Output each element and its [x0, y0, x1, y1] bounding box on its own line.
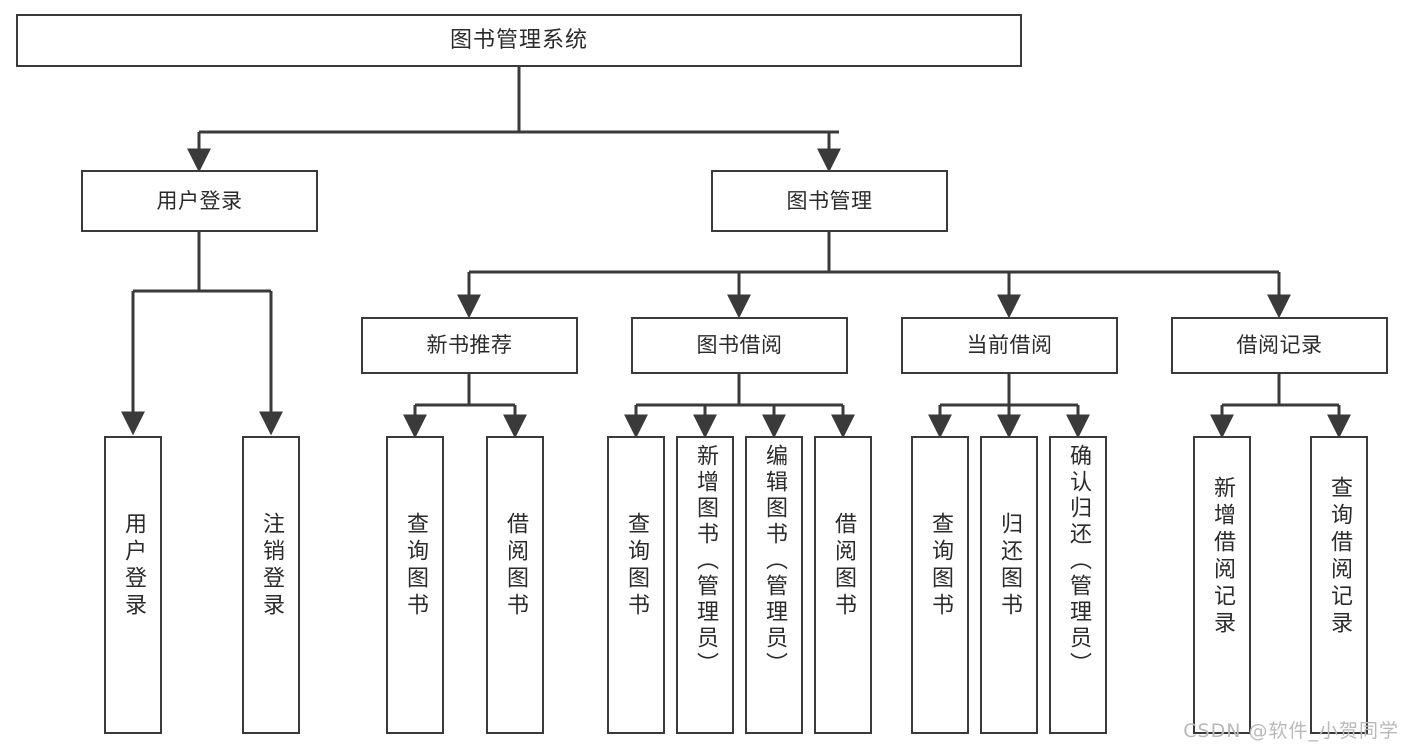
- node-label: 当前借阅: [966, 333, 1053, 358]
- node-new-book-recommend[interactable]: 新书推荐: [361, 317, 578, 374]
- leaf-query-book-borrow[interactable]: 查询图书: [607, 436, 665, 734]
- node-book-management[interactable]: 图书管理: [711, 170, 948, 232]
- node-label: 新增图书（管理员）: [693, 444, 718, 678]
- leaf-edit-book-admin[interactable]: 编辑图书（管理员）: [745, 436, 803, 734]
- node-label: 查询图书: [624, 512, 649, 620]
- node-root-system[interactable]: 图书管理系统: [16, 14, 1022, 67]
- leaf-return-book[interactable]: 归还图书: [980, 436, 1038, 734]
- leaf-borrow-book[interactable]: 借阅图书: [814, 436, 872, 734]
- node-label: 注销登录: [259, 512, 284, 620]
- node-label: 图书管理系统: [449, 27, 588, 53]
- node-label: 查询借阅记录: [1327, 476, 1352, 638]
- node-label: 图书借阅: [696, 333, 783, 358]
- node-label: 借阅记录: [1236, 333, 1323, 358]
- node-borrow-records[interactable]: 借阅记录: [1171, 317, 1388, 374]
- leaf-query-borrow-record[interactable]: 查询借阅记录: [1310, 436, 1368, 734]
- node-label: 新书推荐: [426, 333, 513, 358]
- watermark-credit: CSDN @软件_小贺同学: [1183, 720, 1399, 742]
- node-label: 借阅图书: [503, 512, 528, 620]
- leaf-user-logout[interactable]: 注销登录: [242, 436, 300, 734]
- node-label: 新增借阅记录: [1210, 476, 1235, 638]
- node-label: 用户登录: [156, 188, 243, 213]
- node-label: 确认归还（管理员）: [1066, 444, 1091, 678]
- node-label: 归还图书: [997, 512, 1022, 620]
- leaf-user-login[interactable]: 用户登录: [104, 436, 162, 734]
- node-label: 查询图书: [403, 512, 428, 620]
- node-label: 编辑图书（管理员）: [762, 444, 787, 678]
- node-label: 查询图书: [928, 512, 953, 620]
- leaf-confirm-return-admin[interactable]: 确认归还（管理员）: [1049, 436, 1107, 734]
- leaf-add-borrow-record[interactable]: 新增借阅记录: [1193, 436, 1251, 734]
- node-label: 用户登录: [121, 512, 146, 620]
- node-label: 借阅图书: [831, 512, 856, 620]
- node-label: 图书管理: [786, 188, 873, 213]
- node-user-login[interactable]: 用户登录: [81, 170, 318, 232]
- leaf-query-book-recommend[interactable]: 查询图书: [386, 436, 444, 734]
- leaf-add-book-admin[interactable]: 新增图书（管理员）: [676, 436, 734, 734]
- leaf-borrow-book-recommend[interactable]: 借阅图书: [486, 436, 544, 734]
- leaf-query-book-current[interactable]: 查询图书: [911, 436, 969, 734]
- node-book-borrow[interactable]: 图书借阅: [631, 317, 848, 374]
- node-current-borrow[interactable]: 当前借阅: [901, 317, 1118, 374]
